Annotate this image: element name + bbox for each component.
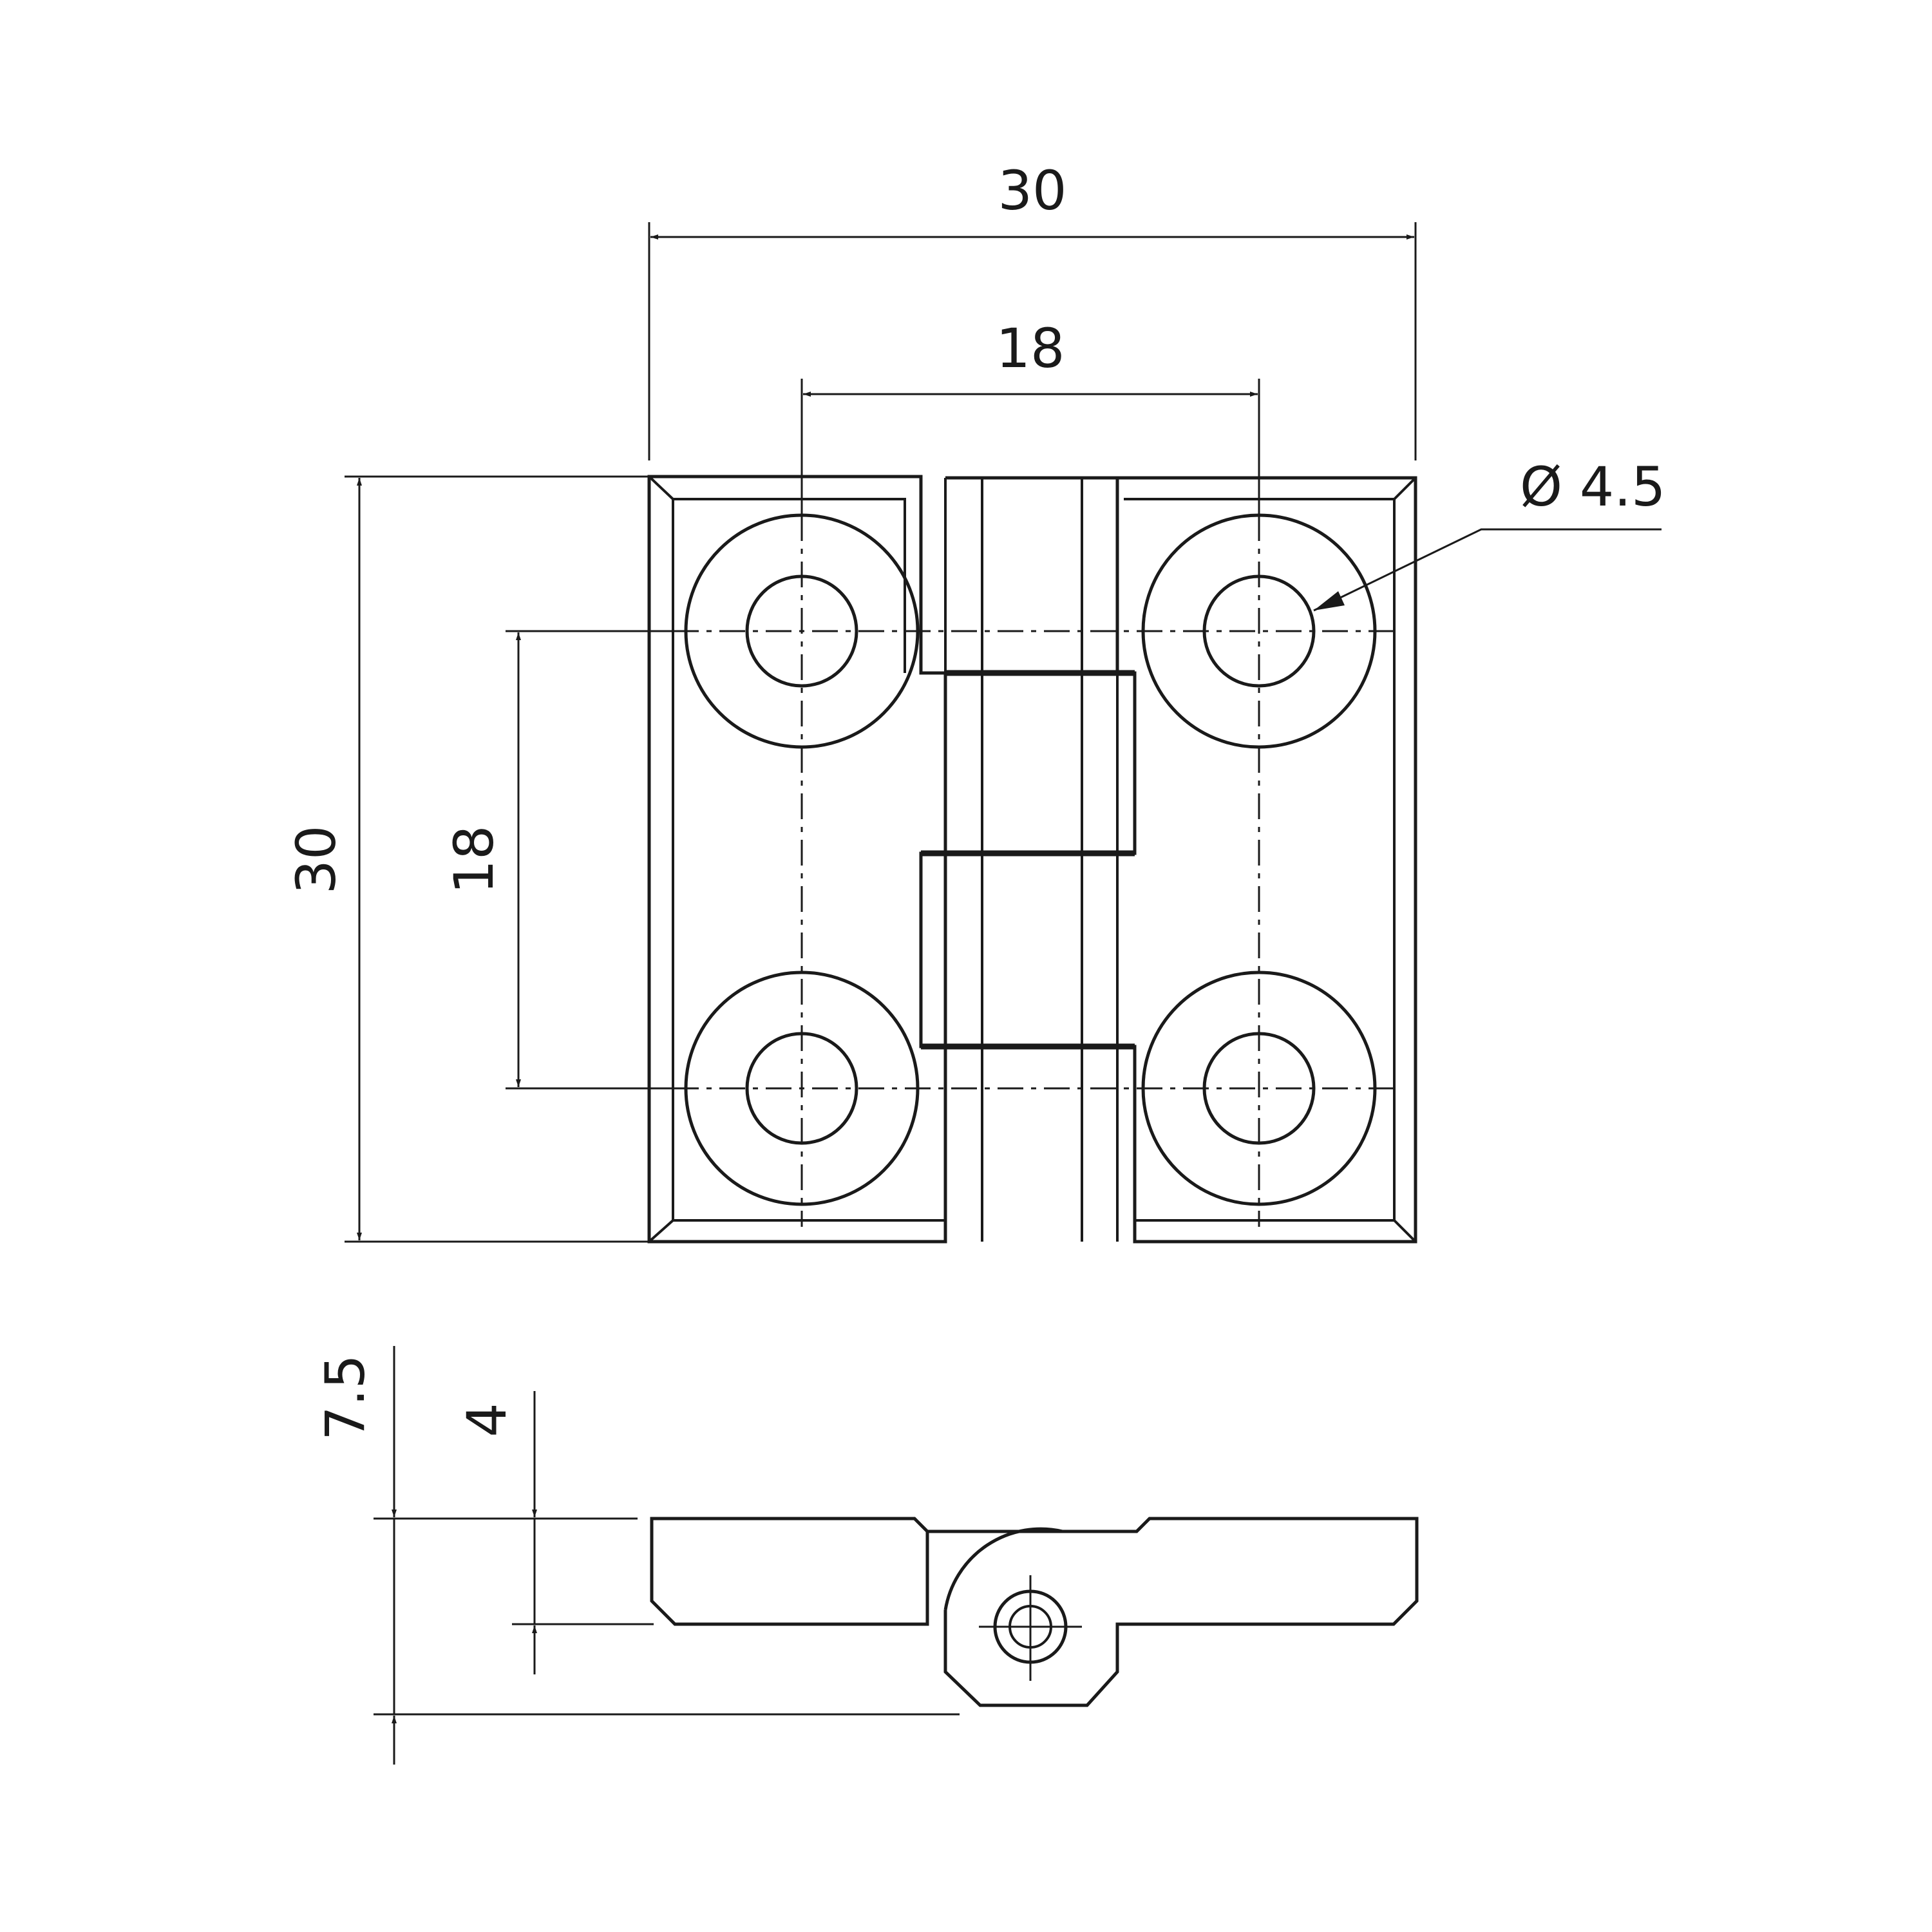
dim-hole-spacing-horizontal: 18 bbox=[996, 317, 1065, 380]
left-knuckle bbox=[945, 476, 1119, 675]
side-knuckle-arc bbox=[943, 1527, 1063, 1611]
side-right-leaf bbox=[927, 1517, 1419, 1707]
side-left-leaf bbox=[650, 1517, 929, 1626]
extension-lines bbox=[345, 222, 1417, 1243]
hinge-side-view bbox=[374, 1346, 1419, 1765]
dim-top-width: 30 bbox=[998, 159, 1067, 222]
dim-hole-spacing-vertical: 18 bbox=[442, 826, 506, 895]
pin-center-lines bbox=[979, 1575, 1082, 1681]
center-lines bbox=[673, 515, 1394, 1227]
knuckle-segments bbox=[921, 478, 1135, 1242]
dim-side-total-thickness: 7.5 bbox=[314, 1354, 377, 1441]
left-leaf-bevel bbox=[648, 475, 945, 1243]
diameter-leader bbox=[1313, 528, 1662, 612]
dim-overall-height: 30 bbox=[285, 826, 348, 895]
dim-side-leaf-thickness: 4 bbox=[455, 1403, 518, 1437]
right-leaf-bevel bbox=[1124, 477, 1417, 1243]
dim-hole-diameter: Ø 4.5 bbox=[1520, 455, 1665, 518]
right-leaf-outline bbox=[919, 476, 1417, 1244]
side-extension-lines bbox=[374, 1517, 960, 1716]
hinge-front-view bbox=[345, 222, 1662, 1244]
